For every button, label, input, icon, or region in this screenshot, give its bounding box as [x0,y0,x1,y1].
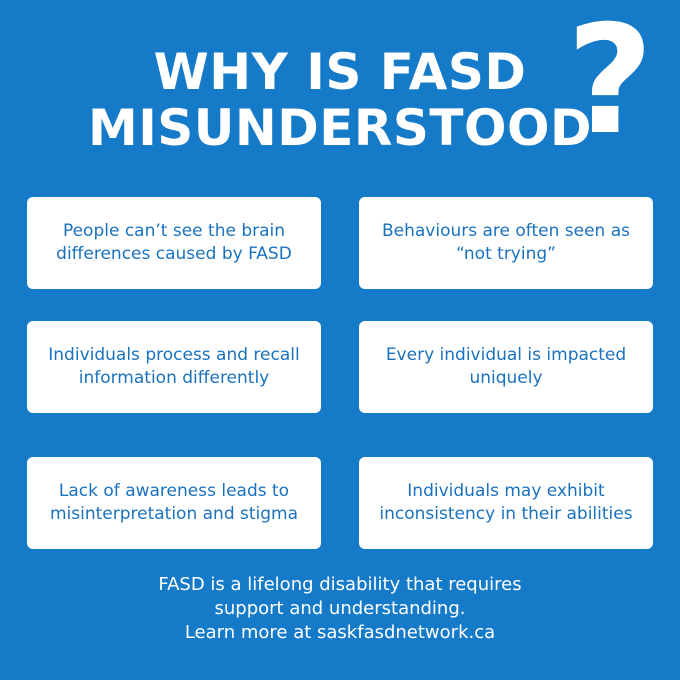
card-text: People can’t see the brain differences c… [56,221,292,264]
footer: FASD is a lifelong disability that requi… [0,573,680,645]
footer-link-text: Learn more at saskfasdnetwork.ca [184,622,496,643]
title-line-2: MISUNDERSTOOD [87,99,593,157]
info-card: People can’t see the brain differences c… [27,197,321,289]
footer-line-1: FASD is a lifelong disability that requi… [158,574,522,595]
info-card: Individuals process and recall informati… [27,321,321,413]
card-text: Behaviours are often seen as “not trying… [381,221,631,264]
info-card: Lack of awareness leads to misinterpreta… [27,457,321,549]
card-text: Lack of awareness leads to misinterpreta… [49,481,299,524]
info-card: Every individual is impacted uniquely [359,321,653,413]
info-card: Behaviours are often seen as “not trying… [359,197,653,289]
card-text: Every individual is impacted uniquely [385,345,627,388]
card-text: Individuals may exhibit inconsistency in… [379,481,633,524]
question-mark-icon: ? [566,0,654,168]
footer-line-2: support and understanding. [214,598,466,619]
card-text: Individuals process and recall informati… [48,345,300,388]
title-line-1: WHY IS FASD [153,43,527,101]
info-card: Individuals may exhibit inconsistency in… [359,457,653,549]
